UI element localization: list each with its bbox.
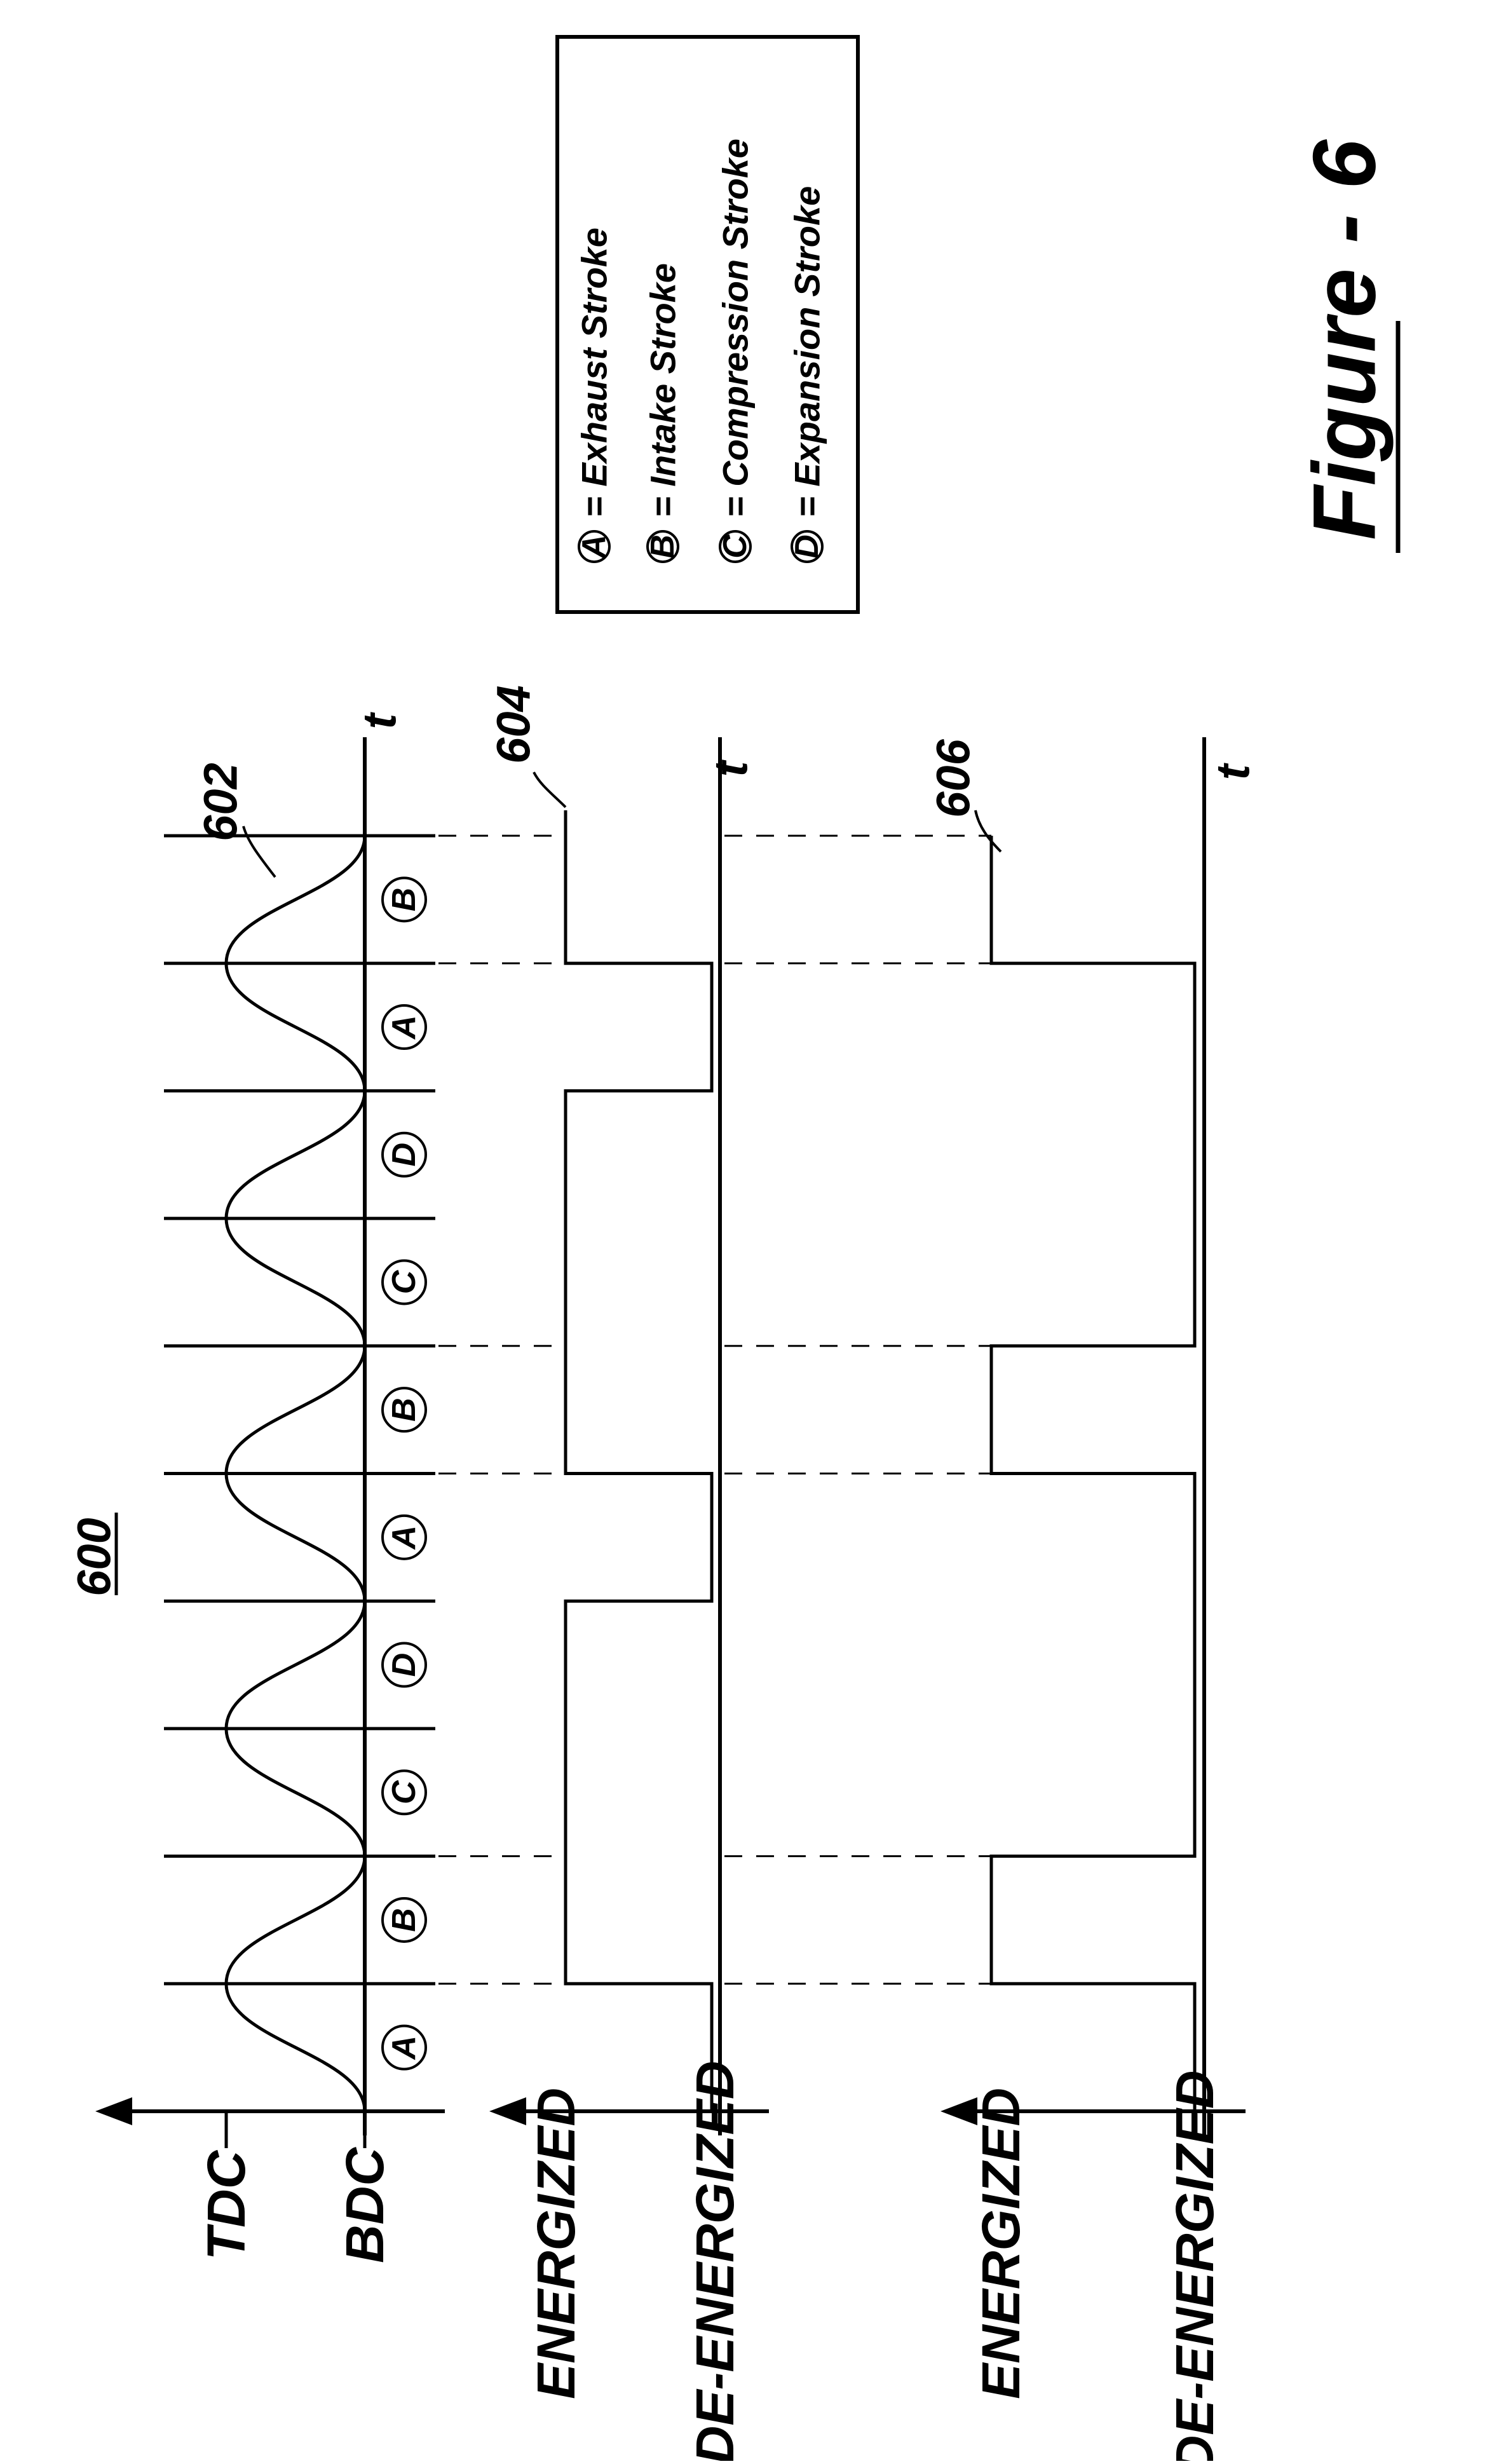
piston-axis: TDC BDC t A B C D A B C D A B 602 (95, 711, 445, 2263)
ref-606-label: 606 (927, 739, 980, 817)
time-symbol: t (353, 711, 406, 729)
stroke-label-a: A (386, 1015, 423, 1040)
stroke-label-c: C (386, 1269, 423, 1294)
ref-604-label: 604 (487, 685, 540, 763)
signal-606-waveform (991, 836, 1195, 2111)
stroke-label-a: A (386, 1525, 423, 1551)
ref-602-leader (243, 826, 275, 877)
signal-604-waveform (566, 810, 712, 2111)
signal-604-deenergized-label: DE-ENERGIZED (685, 2061, 745, 2461)
time-symbol: t (1207, 762, 1260, 780)
figure-number: 600 (68, 1513, 121, 1596)
legend-item-b: B = Intake Stroke (643, 263, 683, 562)
legend-text-exhaust: = Exhaust Stroke (574, 228, 614, 517)
signal-604-energized-label: ENERGIZED (526, 2088, 586, 2399)
legend-key: C (717, 534, 754, 559)
stroke-label-b: B (386, 1398, 423, 1422)
signal-604-arrowhead (489, 2097, 526, 2125)
legend-key: A (576, 534, 613, 560)
stroke-label-d: D (386, 1143, 423, 1167)
signal-604-axis: ENERGIZED DE-ENERGIZED t 604 (487, 685, 770, 2461)
figure-number-text: 600 (68, 1518, 121, 1596)
figure-caption: Figure - 6 (1294, 139, 1399, 553)
figure-caption-text: Figure - 6 (1294, 139, 1394, 540)
legend: A = Exhaust Stroke B = Intake Stroke C =… (557, 37, 858, 612)
time-symbol: t (705, 759, 757, 777)
stroke-label-b: B (386, 1908, 423, 1932)
legend-item-d: D = Expansion Stroke (787, 186, 827, 562)
signal-606-axis: ENERGIZED DE-ENERGIZED t 606 (927, 737, 1260, 2461)
legend-text-intake: = Intake Stroke (643, 263, 683, 517)
ref-604-leader (534, 772, 566, 807)
legend-text-compression: = Compression Stroke (716, 139, 756, 517)
stroke-label-d: D (386, 1653, 423, 1677)
stroke-label-c: C (386, 1780, 423, 1804)
legend-item-c: C = Compression Stroke (716, 139, 756, 562)
legend-key: B (644, 534, 681, 559)
legend-item-a: A = Exhaust Stroke (574, 228, 614, 562)
stroke-label-a: A (386, 2036, 423, 2061)
piston-axis-arrowhead (95, 2097, 132, 2125)
legend-key: D (789, 534, 825, 559)
tdc-label: TDC (196, 2149, 256, 2260)
bdc-label: BDC (335, 2147, 395, 2263)
signal-606-deenergized-label: DE-ENERGIZED (1165, 2071, 1225, 2461)
ref-602-label: 602 (194, 763, 247, 841)
stroke-boundary-guides (438, 836, 991, 1984)
stroke-label-b: B (386, 888, 423, 912)
signal-606-energized-label: ENERGIZED (971, 2088, 1031, 2399)
legend-text-expansion: = Expansion Stroke (787, 186, 827, 517)
